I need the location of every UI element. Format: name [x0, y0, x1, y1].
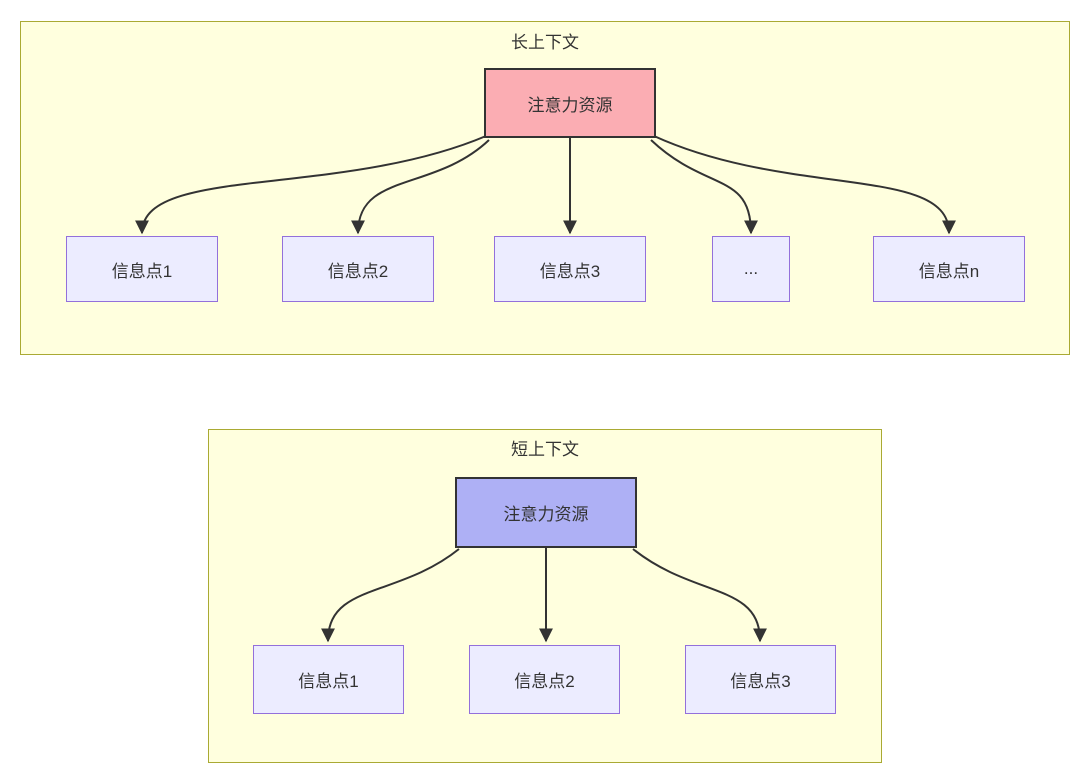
info-node-short-3: 信息点3 [685, 645, 836, 714]
short-context-title: 短上下文 [511, 440, 579, 459]
info-node-long-ellipsis: ... [712, 236, 790, 302]
info-node-short-1: 信息点1 [253, 645, 404, 714]
info-node-long-3: 信息点3 [494, 236, 646, 302]
long-context-title: 长上下文 [511, 33, 579, 52]
info-node-long-n: 信息点n [873, 236, 1025, 302]
info-node-long-2: 信息点2 [282, 236, 434, 302]
info-node-short-2: 信息点2 [469, 645, 620, 714]
attention-node-short: 注意力资源 [455, 477, 637, 548]
info-node-long-1: 信息点1 [66, 236, 218, 302]
attention-node-long: 注意力资源 [484, 68, 656, 138]
